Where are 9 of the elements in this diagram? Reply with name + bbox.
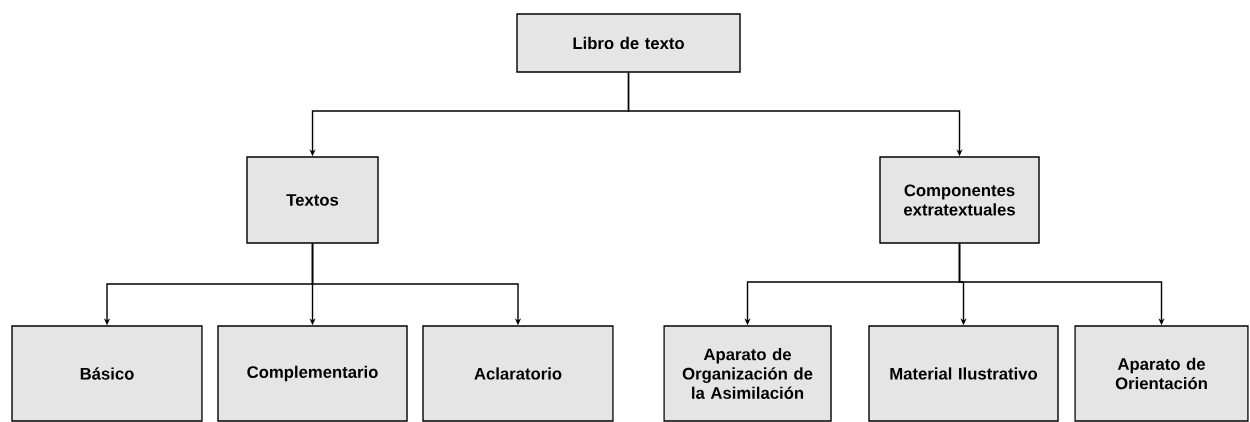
box: Complementario — [217, 325, 408, 422]
box: Aparato de Organización de la Asimilación — [663, 325, 832, 422]
box: Básico — [11, 325, 203, 422]
box: Libro de texto — [516, 13, 741, 73]
box: Aclaratorio — [422, 325, 614, 422]
box: Textos — [246, 156, 379, 244]
box: Material Ilustrativo — [868, 325, 1059, 422]
box: Componentes extratextuales — [879, 156, 1040, 244]
box: Aparato de Orientación — [1074, 325, 1249, 422]
